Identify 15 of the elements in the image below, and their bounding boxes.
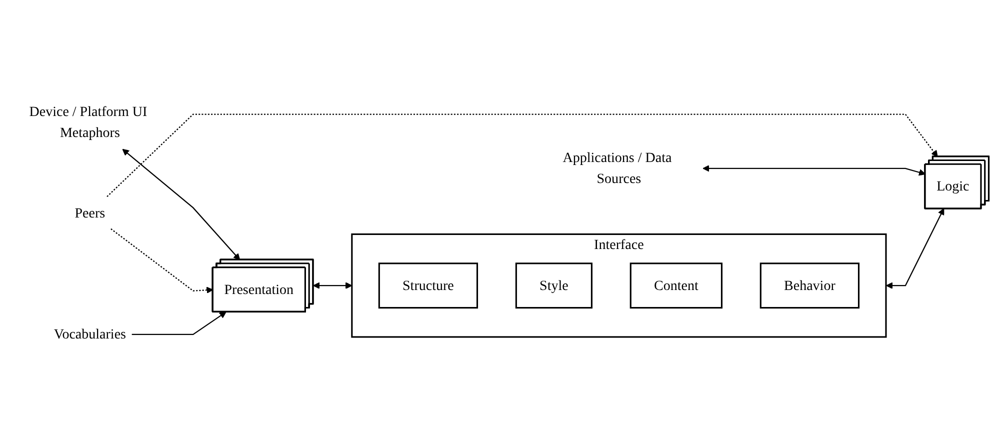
node-text: Device / Platform UI Metaphors	[29, 103, 148, 140]
node-box: Style	[515, 262, 592, 309]
node-text: Peers	[74, 204, 106, 220]
node-box: Behavior	[760, 262, 860, 309]
arrow	[106, 114, 938, 198]
arrow	[886, 208, 944, 289]
arrow	[312, 282, 352, 289]
arrow	[110, 228, 214, 294]
node-box: Structure	[378, 262, 478, 309]
arrow	[132, 312, 226, 335]
node-box: Content	[630, 262, 722, 309]
node-text: Applications / Data Sources	[562, 150, 672, 186]
arrow	[702, 164, 926, 176]
arrow	[122, 148, 240, 260]
node-text: Vocabularies	[54, 326, 126, 342]
